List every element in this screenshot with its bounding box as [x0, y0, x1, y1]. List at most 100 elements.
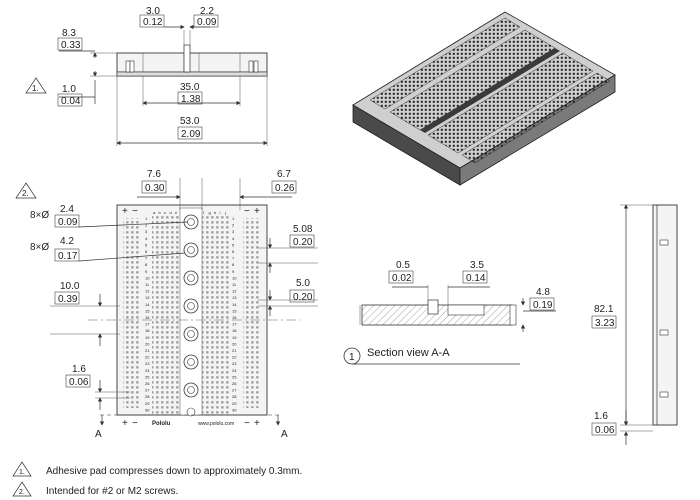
section-view-title: Section view A-A [367, 347, 450, 359]
row-number-label: 20 [145, 341, 150, 346]
column-letter-label: j [224, 210, 226, 215]
row-number-label: 16 [145, 315, 150, 320]
row-number-label: 12 [232, 289, 237, 294]
section-view: 0.5 0.02 3.5 0.14 4.8 0.19 1 Section vie… [343, 260, 556, 365]
rail-plus-bottom-left: + [122, 418, 128, 429]
row-number-label: 9 [145, 269, 148, 274]
row-number-label: 5 [145, 242, 148, 247]
dim-right-edge-inch: 0.06 [595, 425, 615, 436]
dim-pitch-b-inch: 0.20 [293, 292, 313, 303]
row-number-label: 27 [145, 388, 150, 393]
row-number-label: 6 [145, 249, 148, 254]
dim-length-value: 82.1 [594, 304, 614, 315]
row-number-label: 14 [232, 302, 237, 307]
note-1-marker: 1. [32, 84, 39, 93]
column-letter-label: g [209, 210, 211, 215]
dim-gap-value: 3.5 [470, 260, 484, 271]
dim-edge-value: 1.6 [72, 364, 86, 375]
section-label-right: A [281, 429, 288, 440]
row-number-label: 2 [232, 223, 235, 228]
row-number-label: 16 [232, 315, 237, 320]
row-number-label: 7 [232, 256, 235, 261]
row-number-label: 13 [145, 295, 150, 300]
row-number-label: 5 [232, 242, 235, 247]
row-number-label: 23 [232, 361, 237, 366]
row-number-label: 15 [145, 308, 150, 313]
rail-minus-top-right: − [244, 206, 250, 217]
row-number-label: 29 [145, 401, 150, 406]
brand-url: www.pololu.com [198, 421, 234, 427]
row-number-label: 3 [145, 229, 148, 234]
dim-inner-inch: 1.38 [181, 94, 201, 105]
note-1-triangle [25, 77, 47, 94]
row-number-label: 13 [232, 295, 237, 300]
dim-slot-width-value: 3.0 [146, 6, 160, 17]
dim-depth-value: 4.8 [536, 287, 550, 298]
dim-pitch-a-inch: 0.20 [293, 237, 313, 248]
dim-edge-inch: 0.06 [69, 377, 89, 388]
column-letter-label: h [214, 210, 216, 215]
terminal-strip-left [152, 215, 180, 415]
dim-gap-inch: 0.14 [466, 273, 486, 284]
row-number-label: 3 [232, 229, 235, 234]
dim-small-hole-inch: 0.09 [58, 217, 78, 228]
rail-plus-top-right: + [254, 206, 260, 217]
rail-minus-bottom-right: − [244, 418, 250, 429]
dim-small-hole-prefix: 8×Ø [30, 210, 49, 221]
adhesive-pad [116, 71, 268, 77]
dim-inner-value: 35.0 [180, 82, 200, 93]
dim-center-value: 10.0 [60, 281, 80, 292]
row-number-label: 30 [145, 407, 150, 412]
rail-plus-top-left: + [122, 206, 128, 217]
row-number-label: 23 [145, 361, 150, 366]
column-letter-label: f [203, 210, 205, 215]
dim-right-offset-inch: 0.26 [275, 183, 295, 194]
row-number-label: 1 [145, 216, 148, 221]
column-letter-label: b [159, 210, 162, 215]
dim-pitch-a-value: 5.08 [293, 224, 313, 235]
row-number-label: 12 [145, 289, 150, 294]
dim-center-inch: 0.39 [58, 294, 78, 305]
side-view-top: 3.0 0.12 2.2 0.09 8.3 0.33 1.0 0.04 1. 3… [25, 6, 268, 146]
dim-total-width-value: 53.0 [180, 116, 200, 127]
dim-height-value: 8.3 [62, 28, 76, 39]
column-letter-label: i [220, 210, 221, 215]
note-2-marker: 2. [22, 189, 29, 198]
row-number-label: 2 [145, 223, 148, 228]
dim-pad-inch: 0.04 [61, 96, 81, 107]
note-1-icon [12, 461, 32, 477]
note-2-icon-marker: 2. [19, 489, 25, 496]
row-number-label: 10 [145, 275, 150, 280]
side-view-right: 82.1 3.23 1.6 0.06 [591, 204, 678, 445]
row-number-label: 20 [232, 341, 237, 346]
dim-pitch-b-value: 5.0 [296, 278, 310, 289]
note-2-triangle [15, 182, 37, 199]
dim-total-width-inch: 2.09 [181, 129, 201, 140]
dim-slot-right-inch: 0.09 [197, 17, 217, 28]
row-number-label: 8 [232, 262, 235, 267]
row-number-label: 7 [145, 256, 148, 261]
dim-left-offset-value: 7.6 [147, 169, 161, 180]
rail-plus-bottom-right: + [254, 418, 260, 429]
column-letter-label: a [153, 210, 156, 215]
note-1-icon-marker: 1. [19, 469, 25, 476]
dim-slot-width-inch: 0.12 [143, 17, 163, 28]
row-number-label: 26 [145, 381, 150, 386]
row-number-label: 14 [145, 302, 150, 307]
row-number-label: 24 [232, 368, 237, 373]
dim-large-hole-value: 4.2 [60, 236, 74, 247]
row-number-label: 4 [232, 236, 235, 241]
dim-slot-right-value: 2.2 [200, 6, 214, 17]
row-number-label: 21 [232, 348, 237, 353]
row-number-label: 6 [232, 249, 235, 254]
row-number-label: 17 [145, 322, 150, 327]
dim-large-hole-prefix: 8×Ø [30, 242, 49, 253]
dim-left-offset-inch: 0.30 [145, 183, 165, 194]
brand-logo-text: Pololu [152, 421, 171, 427]
column-letter-label: d [170, 210, 172, 215]
row-number-label: 17 [232, 322, 237, 327]
dim-right-edge-value: 1.6 [594, 411, 608, 422]
